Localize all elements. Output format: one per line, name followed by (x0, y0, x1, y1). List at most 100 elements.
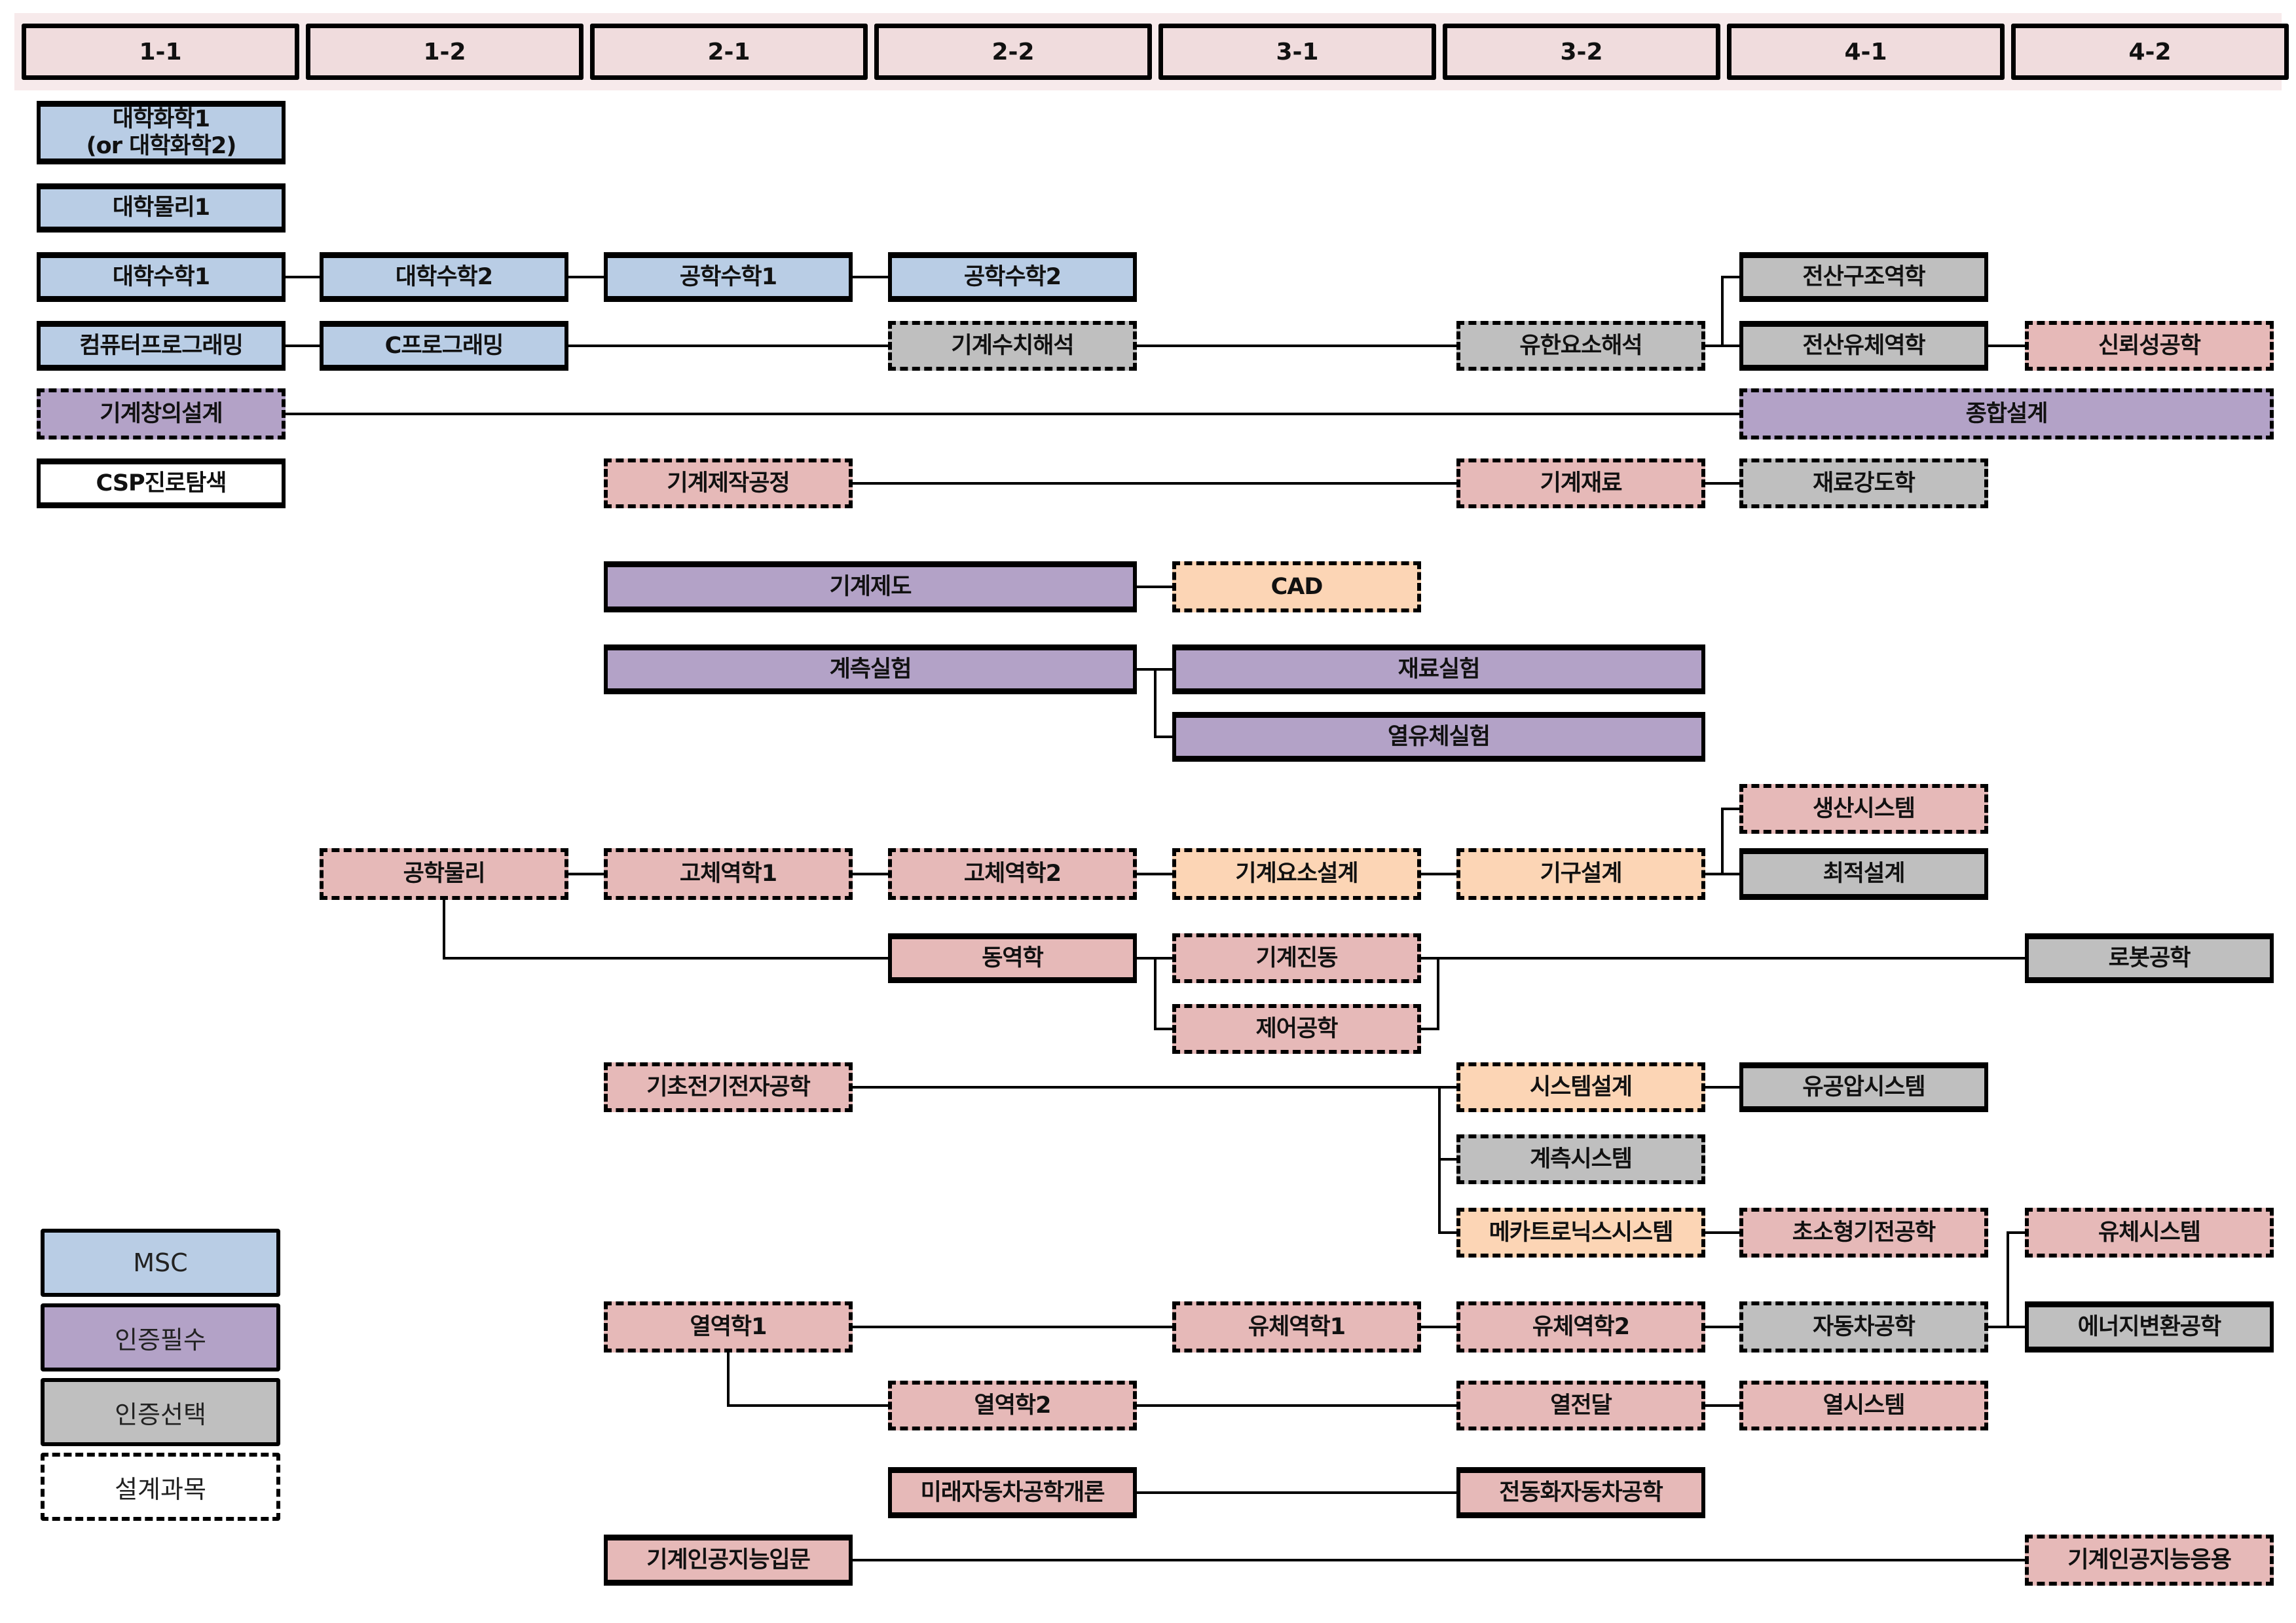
course-aiintro[interactable]: 기계인공지능입문 (604, 1535, 853, 1586)
semester-header-1-2: 1-2 (306, 24, 583, 80)
legend-label: 인증필수 (115, 1325, 206, 1354)
connector-thermo1-thermo2 (727, 1352, 888, 1407)
connector-control-robot (1421, 958, 1439, 1030)
course-aiapp[interactable]: 기계인공지능응용 (2025, 1535, 2274, 1586)
course-label: 기계재료 (1540, 470, 1623, 496)
course-ev[interactable]: 전동화자동차공학 (1456, 1467, 1705, 1518)
course-vibr[interactable]: 기계진동 (1172, 933, 1421, 983)
course-mecha[interactable]: 메카트로닉스시스템 (1456, 1208, 1705, 1258)
course-csp[interactable]: CSP진로탐색 (37, 458, 286, 508)
course-mechdes[interactable]: 기구설계 (1456, 848, 1705, 900)
course-compsc[interactable]: 전산구조역학 (1739, 252, 1988, 302)
course-label: 전산유체역학 (1802, 332, 1925, 359)
course-auto[interactable]: 자동차공학 (1739, 1301, 1988, 1352)
course-label: 기초전기전자공학 (646, 1073, 811, 1100)
course-dynamics[interactable]: 동역학 (888, 933, 1137, 983)
legend-label: 설계과목 (115, 1474, 206, 1504)
course-label: 공학물리 (403, 861, 486, 887)
course-label: CSP진로탐색 (96, 470, 227, 496)
course-thermo2[interactable]: 열역학2 (888, 1381, 1137, 1430)
course-label: 기계요소설계 (1235, 861, 1358, 887)
course-prodsys[interactable]: 생산시스템 (1739, 784, 1988, 834)
course-sysdes[interactable]: 시스템설계 (1456, 1062, 1705, 1112)
course-label: 전동화자동차공학 (1499, 1479, 1663, 1506)
course-label: 종합설계 (1965, 400, 2048, 427)
course-label: 최적설계 (1823, 861, 1906, 887)
course-label: 기계제도 (829, 573, 912, 600)
course-energy[interactable]: 에너지변환공학 (2025, 1301, 2274, 1352)
semester-header-3-1: 3-1 (1158, 24, 1436, 80)
course-futurecar[interactable]: 미래자동차공학개론 (888, 1467, 1137, 1518)
semester-header-3-2: 3-2 (1443, 24, 1720, 80)
course-label: 기계인공지능입문 (646, 1546, 811, 1573)
connector-engphys-dynamics (443, 900, 888, 960)
course-label: 기계인공지능응용 (2067, 1546, 2232, 1573)
course-meassys[interactable]: 계측시스템 (1456, 1134, 1705, 1184)
course-comprog[interactable]: 컴퓨터프로그래밍 (37, 321, 286, 371)
course-label: 초소형기전공학 (1792, 1219, 1936, 1246)
course-mater[interactable]: 기계재료 (1456, 458, 1705, 508)
course-matlab[interactable]: 재료실험 (1172, 644, 1705, 694)
course-numanal[interactable]: 기계수치해석 (888, 321, 1137, 371)
course-mems[interactable]: 초소형기전공학 (1739, 1208, 1988, 1258)
course-math1[interactable]: 대학수학1 (37, 252, 286, 302)
course-label: 신뢰성공학 (2098, 332, 2201, 359)
course-elemdes[interactable]: 기계요소설계 (1172, 848, 1421, 900)
course-label: 고체역학2 (963, 861, 1062, 887)
course-heat[interactable]: 열전달 (1456, 1381, 1705, 1430)
course-label: 대학화학1 (or 대학화학2) (86, 106, 237, 159)
course-label: 고체역학1 (679, 861, 777, 887)
course-phys1[interactable]: 대학물리1 (37, 183, 286, 233)
course-engmath2[interactable]: 공학수학2 (888, 252, 1137, 302)
course-solid2[interactable]: 고체역학2 (888, 848, 1137, 900)
course-label: 열역학1 (690, 1313, 768, 1340)
course-fluid1[interactable]: 유체역학1 (1172, 1301, 1421, 1352)
course-label: 공학수학1 (679, 263, 777, 290)
course-cfd[interactable]: 전산유체역학 (1739, 321, 1988, 371)
course-label: 대학수학2 (395, 263, 493, 290)
course-thermo1[interactable]: 열역학1 (604, 1301, 853, 1352)
course-thermsys[interactable]: 열시스템 (1739, 1381, 1988, 1430)
course-cprog[interactable]: C프로그래밍 (320, 321, 568, 371)
course-label: 동역학 (982, 944, 1044, 971)
connector-elec-mecha (853, 1086, 1456, 1234)
semester-header-2-2: 2-2 (874, 24, 1152, 80)
course-label: 생산시스템 (1812, 795, 1916, 822)
course-label: 공학수학2 (963, 263, 1062, 290)
course-fluid2[interactable]: 유체역학2 (1456, 1301, 1705, 1352)
course-control[interactable]: 제어공학 (1172, 1004, 1421, 1054)
course-label: 기계창의설계 (100, 400, 223, 427)
course-label: 열시스템 (1823, 1392, 1906, 1419)
legend-item-msc: MSC (41, 1229, 280, 1297)
course-fluidsys[interactable]: 유체시스템 (2025, 1208, 2274, 1258)
course-label: 대학수학1 (112, 263, 210, 290)
semester-header-2-1: 2-1 (590, 24, 868, 80)
course-thermolab[interactable]: 열유체실험 (1172, 712, 1705, 762)
course-engphys[interactable]: 공학물리 (320, 848, 568, 900)
course-hydr[interactable]: 유공압시스템 (1739, 1062, 1988, 1112)
course-solid1[interactable]: 고체역학1 (604, 848, 853, 900)
course-cad[interactable]: CAD (1172, 561, 1421, 612)
course-fem[interactable]: 유한요소해석 (1456, 321, 1705, 371)
course-drawing[interactable]: 기계제도 (604, 561, 1137, 612)
course-math2[interactable]: 대학수학2 (320, 252, 568, 302)
course-chem1[interactable]: 대학화학1 (or 대학화학2) (37, 101, 286, 164)
connector-fem-compsc (1705, 276, 1739, 347)
course-label: 에너지변환공학 (2077, 1313, 2221, 1340)
connector-auto-fluidsys (1988, 1231, 2025, 1328)
course-mfg[interactable]: 기계제작공정 (604, 458, 853, 508)
course-creative[interactable]: 기계창의설계 (37, 388, 286, 439)
course-capstone[interactable]: 종합설계 (1739, 388, 2274, 439)
course-reliab[interactable]: 신뢰성공학 (2025, 321, 2274, 371)
course-label: 열역학2 (974, 1392, 1052, 1419)
course-optdes[interactable]: 최적설계 (1739, 848, 1988, 900)
course-engmath1[interactable]: 공학수학1 (604, 252, 853, 302)
course-measlab[interactable]: 계측실험 (604, 644, 1137, 694)
course-strength[interactable]: 재료강도학 (1739, 458, 1988, 508)
course-elec[interactable]: 기초전기전자공학 (604, 1062, 853, 1112)
course-robot[interactable]: 로봇공학 (2025, 933, 2274, 983)
course-label: 유체시스템 (2098, 1219, 2201, 1246)
connector-measlab-thermolab (1137, 668, 1172, 738)
course-label: 메카트로닉스시스템 (1489, 1219, 1674, 1246)
connector-elec-meassys (853, 1086, 1456, 1161)
